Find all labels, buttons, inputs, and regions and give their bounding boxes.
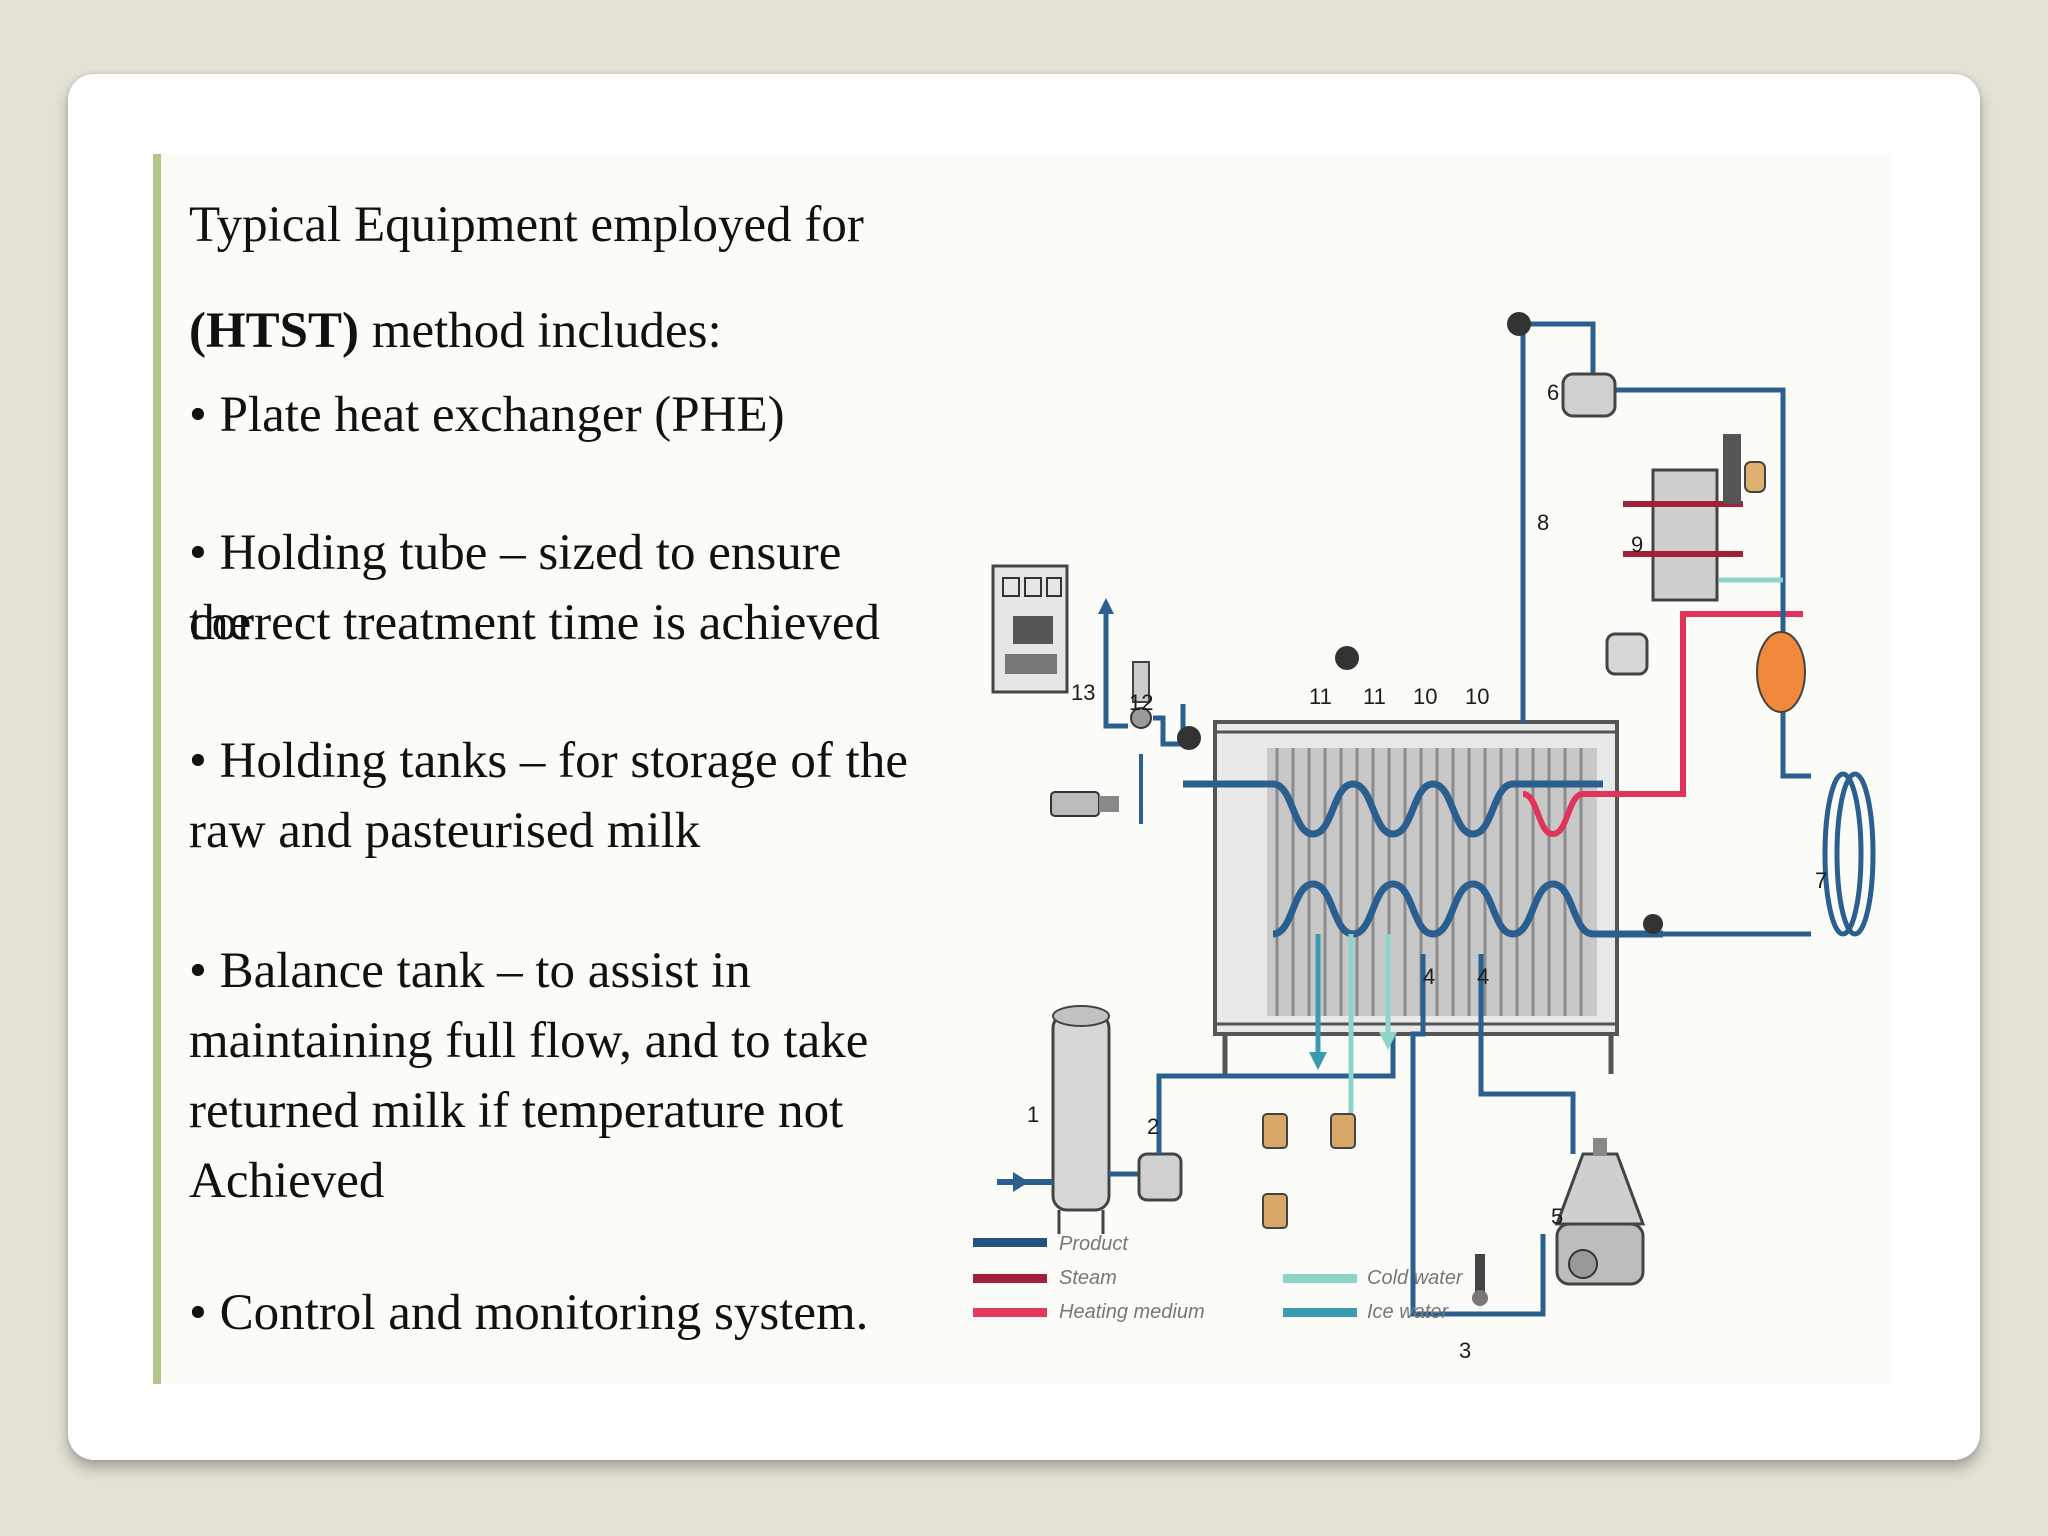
legend-heating-medium: Heating medium [1059, 1301, 1205, 1323]
sensor-icon [1643, 914, 1663, 934]
steam-heater-icon [1623, 434, 1766, 602]
legend-product: Product [1059, 1233, 1129, 1255]
bullet-holding-tanks-line-1: • Holding tanks – for storage of the [189, 733, 908, 789]
label-9: 9 [1631, 532, 1643, 557]
thermometer-icon [1335, 646, 1359, 670]
bullet-balance-tank-line-2: maintaining full flow, and to take [189, 1013, 869, 1069]
bullet-holding-tube-line-2: correct treatment time is achieved [189, 595, 880, 651]
label-1: 1 [1027, 1102, 1039, 1127]
heading-line-1: Typical Equipment employed for [189, 197, 864, 253]
product-pump-icon [1137, 1152, 1183, 1202]
control-panel-icon [991, 564, 1069, 694]
flow-diversion-valve-icon [1103, 661, 1186, 747]
separator-icon [1554, 1138, 1646, 1286]
label-5: 5 [1551, 1204, 1563, 1229]
expansion-vessel-icon [1756, 631, 1806, 713]
label-11a: 11 [1309, 684, 1332, 709]
label-4a: 4 [1423, 964, 1435, 989]
regulating-valve-icon [1472, 1254, 1488, 1306]
htst-bold: (HTST) [189, 303, 360, 359]
legend-steam: Steam [1059, 1267, 1117, 1289]
label-10b: 10 [1465, 684, 1489, 709]
bullet-control-system: • Control and monitoring system. [189, 1285, 869, 1341]
bullet-holding-tube-line-1: • Holding tube – sized to ensure the [189, 525, 842, 651]
bullet-phe: • Plate heat exchanger (PHE) [189, 387, 785, 443]
text-column: Typical Equipment employed for (HTST) me… [189, 154, 909, 1384]
bullet-balance-tank-line-3: returned milk if temperature not [189, 1083, 844, 1139]
label-8: 8 [1537, 510, 1549, 535]
label-10a: 10 [1413, 684, 1437, 709]
hot-water-pump-icon [1605, 632, 1649, 676]
label-13: 13 [1071, 680, 1095, 705]
legend-cold-water: Cold water [1367, 1267, 1464, 1289]
label-12: 12 [1129, 690, 1153, 715]
legend: Product Steam Heating medium Cold water … [973, 1233, 1464, 1323]
bullet-balance-tank-line-4: Achieved [189, 1153, 385, 1209]
legend-ice-water: Ice water [1367, 1301, 1449, 1323]
slide-content: Typical Equipment employed for (HTST) me… [153, 154, 1893, 1384]
label-2: 2 [1147, 1114, 1159, 1139]
bullet-holding-tanks-line-2: raw and pasteurised milk [189, 803, 701, 859]
holding-tube-icon [1822, 771, 1876, 937]
plate-heat-exchanger-icon [1213, 720, 1619, 1074]
heading-line-2-rest: method includes: [359, 303, 722, 359]
booster-pump-icon [1507, 312, 1617, 418]
bullet-balance-tank-line-1: • Balance tank – to assist in [189, 943, 751, 999]
label-3: 3 [1459, 1338, 1471, 1363]
accent-bar [153, 154, 161, 1384]
feed-pump-icon [1050, 791, 1119, 817]
htst-process-diagram: 1 2 3 4 4 5 6 7 8 9 10 10 11 11 12 13 Pr… [973, 312, 1876, 1363]
balance-tank-icon [1051, 1005, 1111, 1234]
booster-valve-icon [1262, 1113, 1288, 1149]
label-7: 7 [1815, 868, 1827, 893]
label-4b: 4 [1477, 964, 1489, 989]
heading-line-2: (HTST) method includes: [189, 296, 909, 366]
label-11b: 11 [1363, 684, 1386, 709]
label-6: 6 [1547, 380, 1559, 405]
slide-card: Typical Equipment employed for (HTST) me… [68, 74, 1980, 1460]
